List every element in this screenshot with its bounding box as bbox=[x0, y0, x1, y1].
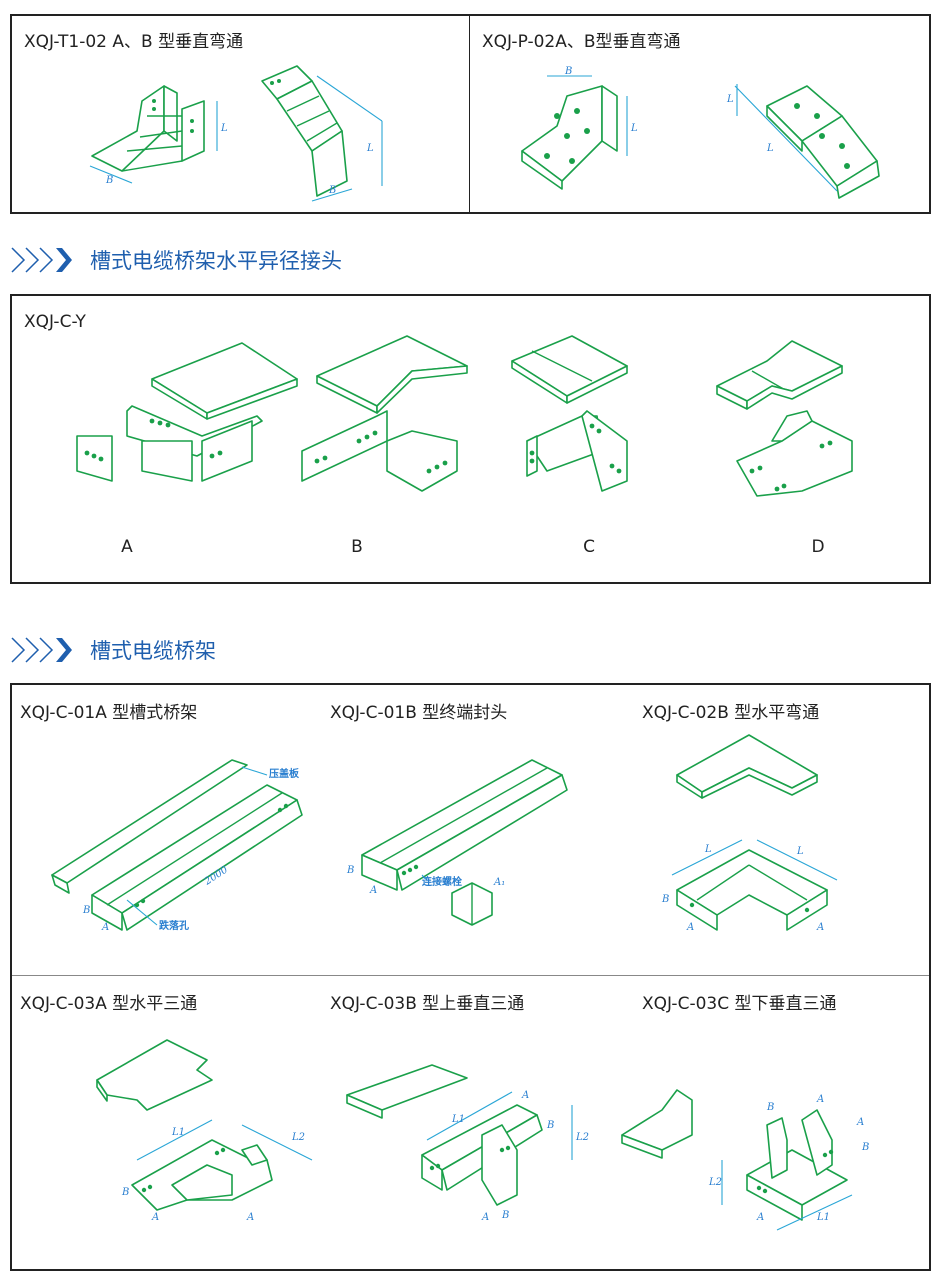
svg-text:B: B bbox=[564, 66, 572, 77]
svg-text:L2: L2 bbox=[575, 1132, 589, 1143]
p-02-title: XQJ-P-02A、B型垂直弯通 bbox=[482, 32, 681, 52]
svg-text:L1: L1 bbox=[816, 1212, 830, 1223]
svg-text:B: B bbox=[766, 1102, 774, 1113]
reducer-label-a: A bbox=[121, 537, 133, 557]
svg-text:L1: L1 bbox=[451, 1114, 465, 1125]
svg-text:L: L bbox=[704, 844, 712, 855]
svg-text:L: L bbox=[220, 123, 228, 134]
svg-text:A: A bbox=[756, 1212, 764, 1223]
horizontal-tee-figure: L1 L2 B A A bbox=[96, 1039, 313, 1223]
svg-text:A: A bbox=[101, 922, 109, 933]
svg-text:B: B bbox=[861, 1142, 869, 1153]
reducer-b-figure bbox=[301, 335, 468, 492]
tray-01b-title: XQJ-C-01B 型终端封头 bbox=[330, 703, 508, 723]
svg-text:A: A bbox=[816, 1094, 824, 1105]
reducer-d-figure bbox=[716, 340, 853, 497]
svg-text:L: L bbox=[726, 94, 734, 105]
tray-01a-title: XQJ-C-01A 型槽式桥架 bbox=[20, 703, 198, 723]
svg-text:L: L bbox=[796, 846, 804, 857]
svg-text:L: L bbox=[366, 143, 374, 154]
tray-03a-title: XQJ-C-03A 型水平三通 bbox=[20, 994, 198, 1014]
chevron-arrows-icon bbox=[11, 247, 72, 273]
vertical-bend-panel: XQJ-T1-02 A、B 型垂直弯通 XQJ-P-02A、B型垂直弯通 L B… bbox=[10, 14, 931, 214]
section-header-reducer: 槽式电缆桥架水平异径接头 bbox=[10, 242, 342, 278]
svg-text:A: A bbox=[246, 1212, 254, 1223]
drain-hole-callout: 跌落孔 bbox=[159, 919, 189, 932]
svg-text:L: L bbox=[766, 143, 774, 154]
upper-vertical-tee-figure: L1 L2 A B A B bbox=[346, 1064, 589, 1223]
end-cap-tray-figure: 连接螺栓 B A A₁ bbox=[346, 759, 568, 926]
section-title-tray: 槽式电缆桥架 bbox=[90, 639, 216, 663]
svg-text:A: A bbox=[369, 885, 377, 896]
svg-text:B: B bbox=[501, 1210, 509, 1221]
chevron-arrows-icon bbox=[11, 637, 72, 663]
svg-text:L2: L2 bbox=[708, 1177, 722, 1188]
ladder-vertical-bend-b-figure: L B bbox=[261, 65, 383, 202]
svg-text:A: A bbox=[856, 1117, 864, 1128]
section-title-reducer: 槽式电缆桥架水平异径接头 bbox=[90, 249, 342, 273]
section-header-tray: 槽式电缆桥架 bbox=[10, 632, 216, 668]
svg-text:A: A bbox=[481, 1212, 489, 1223]
svg-text:A₁: A₁ bbox=[493, 877, 505, 888]
svg-text:A: A bbox=[521, 1090, 529, 1101]
tray-vertical-bend-b-figure: L L bbox=[726, 84, 880, 199]
trough-tray-figure: 压盖板 2000 跌落孔 B A bbox=[51, 759, 303, 933]
reducer-title: XQJ-C-Y bbox=[24, 312, 86, 332]
tray-panel: XQJ-C-01A 型槽式桥架 XQJ-C-01B 型终端封头 XQJ-C-02… bbox=[10, 683, 931, 1271]
svg-text:A: A bbox=[686, 922, 694, 933]
tray-03b-title: XQJ-C-03B 型上垂直三通 bbox=[330, 994, 525, 1014]
svg-text:L: L bbox=[630, 123, 638, 134]
reducer-c-figure bbox=[511, 335, 628, 492]
svg-text:B: B bbox=[105, 175, 113, 186]
tray-row-divider bbox=[12, 975, 929, 976]
tray-02b-title: XQJ-C-02B 型水平弯通 bbox=[642, 703, 820, 723]
svg-text:B: B bbox=[546, 1120, 554, 1131]
horizontal-elbow-figure: L L B A A bbox=[661, 734, 838, 933]
svg-text:A: A bbox=[151, 1212, 159, 1223]
reducer-label-b: B bbox=[351, 537, 363, 557]
svg-text:B: B bbox=[82, 905, 90, 916]
reducer-label-c: C bbox=[583, 537, 595, 557]
ladder-vertical-bend-a-figure: L B bbox=[89, 85, 228, 186]
svg-text:B: B bbox=[121, 1187, 129, 1198]
cover-callout: 压盖板 bbox=[269, 767, 300, 780]
svg-text:B: B bbox=[328, 185, 336, 196]
svg-text:A: A bbox=[816, 922, 824, 933]
lower-vertical-tee-figure: L2 L1 B A A B A bbox=[621, 1089, 869, 1231]
svg-text:L1: L1 bbox=[171, 1127, 185, 1138]
tray-vertical-bend-a-figure: L B bbox=[521, 66, 638, 190]
svg-text:B: B bbox=[346, 865, 354, 876]
reducer-label-d: D bbox=[811, 537, 825, 557]
t1-02-title: XQJ-T1-02 A、B 型垂直弯通 bbox=[24, 32, 244, 52]
svg-text:B: B bbox=[661, 894, 669, 905]
tray-03c-title: XQJ-C-03C 型下垂直三通 bbox=[642, 994, 837, 1014]
panel-divider bbox=[469, 16, 470, 212]
reducer-panel: XQJ-C-Y A B C bbox=[10, 294, 931, 584]
svg-text:L2: L2 bbox=[291, 1132, 305, 1143]
reducer-a-figure bbox=[76, 342, 298, 482]
bolt-callout: 连接螺栓 bbox=[422, 875, 462, 888]
